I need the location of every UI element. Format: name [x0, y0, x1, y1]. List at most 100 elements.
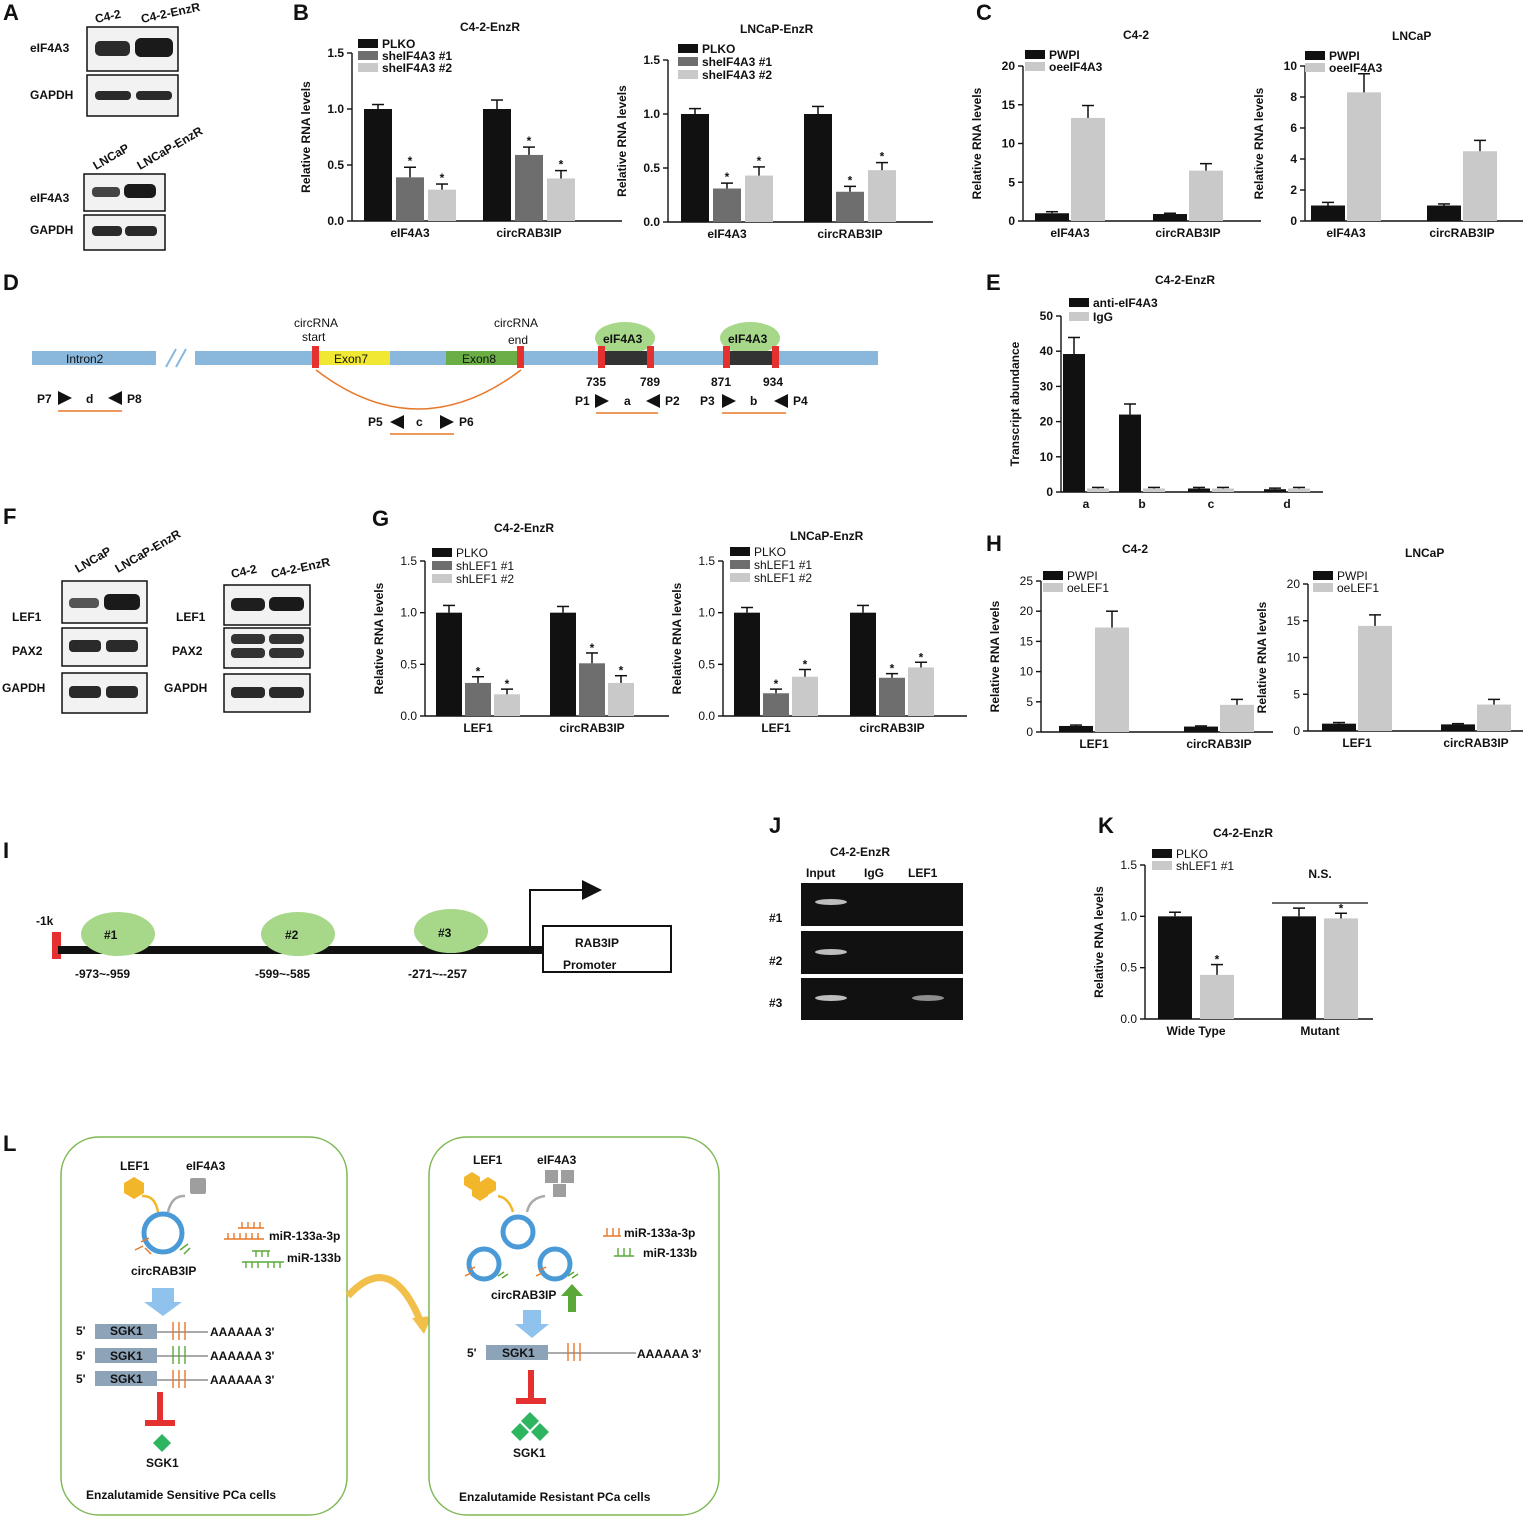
exon8-label: Exon8 — [462, 352, 496, 366]
y-axis-label: Transcript abundance — [1008, 341, 1022, 466]
legend-label: oeLEF1 — [1337, 581, 1379, 595]
five-prime-label: 5' — [76, 1349, 86, 1363]
gel-row-label: #1 — [769, 911, 783, 925]
significance-star: * — [476, 665, 481, 679]
x-tick-label: LEF1 — [761, 721, 791, 735]
legend-swatch — [358, 39, 378, 48]
legend-label: oeeIF4A3 — [1329, 61, 1383, 75]
y-axis-label: Relative RNA levels — [670, 582, 684, 694]
bar — [1188, 488, 1210, 492]
sgk1-protein-label: SGK1 — [146, 1456, 179, 1470]
blot-f-lncap: LNCaP LNCaP-EnzR LEF1 PAX2 GAPDH — [2, 527, 184, 714]
legend-swatch — [1313, 583, 1333, 592]
x-tick-label: a — [1083, 497, 1090, 511]
primer-label: P1 — [575, 394, 590, 408]
legend-label: sheIF4A3 #1 — [702, 55, 772, 69]
y-tick-label: 1.5 — [698, 554, 715, 568]
x-tick-label: eIF4A3 — [1050, 226, 1090, 240]
legend-label: anti-eIF4A3 — [1093, 296, 1158, 310]
bar — [1063, 354, 1085, 492]
legend-label: shLEF1 #1 — [1176, 859, 1234, 873]
y-tick-label: 1.0 — [1120, 909, 1137, 923]
bar — [908, 667, 934, 716]
significance-star: * — [774, 677, 779, 691]
blot-f-c42: C4-2 C4-2-EnzR LEF1 PAX2 GAPDH — [164, 555, 332, 713]
blot-row-label: GAPDH — [2, 681, 45, 695]
bar — [1200, 974, 1234, 1019]
position-label: 789 — [640, 375, 660, 389]
panel-letter-b: B — [293, 0, 309, 25]
eif-site-label: eIF4A3 — [603, 332, 643, 346]
bar — [515, 154, 543, 221]
chart-title: LNCaP-EnzR — [740, 22, 814, 36]
y-tick-label: 8 — [1290, 90, 1297, 104]
y-axis-label: Relative RNA levels — [372, 582, 386, 694]
model-l-right-cell: LEF1 eIF4A3 miR-133a-3p miR-133b circRAB… — [428, 1136, 720, 1516]
legend-swatch — [1305, 63, 1325, 72]
blot-lane-label: LNCaP-EnzR — [113, 527, 184, 576]
legend-swatch — [678, 57, 698, 66]
y-tick-label: 15 — [1287, 614, 1301, 628]
bar — [1441, 724, 1475, 731]
y-tick-label: 1.0 — [643, 107, 660, 121]
panel-letter-f: F — [3, 504, 16, 529]
position-label: 871 — [711, 375, 731, 389]
bar — [1358, 625, 1392, 731]
ns-label: N.S. — [1308, 867, 1331, 881]
panel-letter-e: E — [986, 270, 1001, 295]
y-tick-label: 4 — [1290, 152, 1297, 166]
panel-letters: A B C D E F G H I J K L — [3, 0, 1114, 1156]
primer-set-b: P3 b P4 — [700, 394, 808, 414]
y-axis-label: Relative RNA levels — [970, 87, 984, 199]
y-tick-label: 1.0 — [400, 606, 417, 620]
significance-star: * — [803, 658, 808, 672]
panel-letter-i: I — [3, 838, 9, 863]
bar — [763, 693, 789, 716]
x-tick-label: circRAB3IP — [1443, 736, 1508, 750]
mir-133b-label: miR-133b — [643, 1246, 697, 1260]
bar — [1220, 704, 1254, 732]
y-tick-label: 15 — [1020, 634, 1034, 648]
blot-row-label: eIF4A3 — [30, 41, 70, 55]
binding-site-label: #3 — [438, 926, 452, 940]
x-tick-label: eIF4A3 — [390, 226, 430, 240]
legend-label: PWPI — [1049, 48, 1080, 62]
gel-lane-label: Input — [806, 866, 835, 880]
primer-set-d: P7 d P8 — [37, 391, 142, 412]
y-tick-label: 50 — [1040, 309, 1054, 323]
panel-letter-h: H — [986, 531, 1002, 556]
x-tick-label: circRAB3IP — [1186, 737, 1251, 751]
bar — [1184, 726, 1218, 732]
blot-row-label: PAX2 — [12, 644, 43, 658]
y-tick-label: 0 — [1026, 725, 1033, 739]
legend-label: PLKO — [456, 546, 488, 560]
y-tick-label: 20 — [1002, 59, 1016, 73]
y-tick-label: 1.5 — [643, 53, 660, 67]
legend-swatch — [358, 51, 378, 60]
bar — [494, 694, 520, 716]
legend-label: PLKO — [754, 545, 786, 559]
binding-site-label: #1 — [104, 928, 118, 942]
legend-label: PLKO — [702, 42, 735, 56]
panel-letter-k: K — [1098, 813, 1114, 838]
binding-site-label: #2 — [285, 928, 299, 942]
y-tick-label: 1.5 — [327, 46, 344, 60]
chart-title: C4-2-EnzR — [460, 20, 520, 34]
site-range-label: -271~--257 — [408, 967, 467, 981]
y-tick-label: 20 — [1020, 604, 1034, 618]
amplicon-label: a — [624, 394, 631, 408]
x-tick-label: c — [1208, 497, 1215, 511]
y-tick-label: 20 — [1287, 577, 1301, 591]
bar — [1311, 205, 1345, 221]
five-prime-label: 5' — [76, 1372, 86, 1386]
significance-star: * — [757, 154, 762, 168]
x-tick-label: Wide Type — [1166, 1024, 1225, 1038]
legend-swatch — [1025, 62, 1045, 71]
blot-a-c42: C4-2 C4-2-EnzR eIF4A3 GAPDH — [30, 0, 202, 117]
blot-lane-label: LNCaP — [73, 544, 114, 576]
legend-label: shLEF1 #1 — [456, 559, 514, 573]
